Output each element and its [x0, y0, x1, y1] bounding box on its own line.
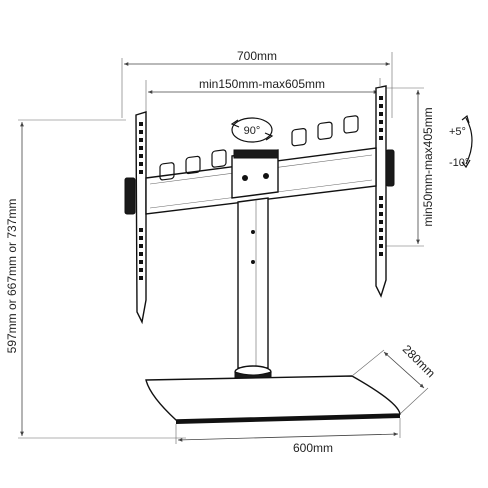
- overall-width-dimension: 700mm: [121, 49, 393, 118]
- left-vertical-bracket: [124, 111, 147, 325]
- right-vertical-bracket: [375, 85, 395, 298]
- rotation-arrow-icon: [230, 119, 274, 141]
- curved-arrow-icon: [465, 117, 473, 165]
- tilt-indicator: +5° -10°: [449, 114, 473, 169]
- base-width-label: 600mm: [293, 441, 333, 455]
- horizontal-vesa-label: min150mm-max605mm: [199, 77, 325, 91]
- tilt-down-label: -10°: [449, 157, 469, 169]
- horizontal-vesa-dimension: min150mm-max605mm: [145, 77, 381, 118]
- stand-column: [234, 197, 272, 385]
- horizontal-mounting-rail: [145, 115, 377, 215]
- height-options-label: 597mm or 667mm or 737mm: [5, 199, 19, 354]
- overall-width-label: 700mm: [237, 49, 277, 63]
- height-dimension: 597mm or 667mm or 737mm: [5, 119, 186, 439]
- base-depth-label: 280mm: [400, 342, 438, 380]
- base-width-dimension: 600mm: [175, 418, 401, 455]
- vertical-vesa-label: min50mm-max405mm: [421, 107, 435, 226]
- swivel-label: 90°: [244, 125, 261, 137]
- tilt-up-label: +5°: [449, 126, 466, 138]
- vertical-vesa-dimension: min50mm-max405mm: [386, 87, 435, 247]
- glass-base: [145, 375, 401, 424]
- swivel-indicator: 90°: [230, 117, 274, 143]
